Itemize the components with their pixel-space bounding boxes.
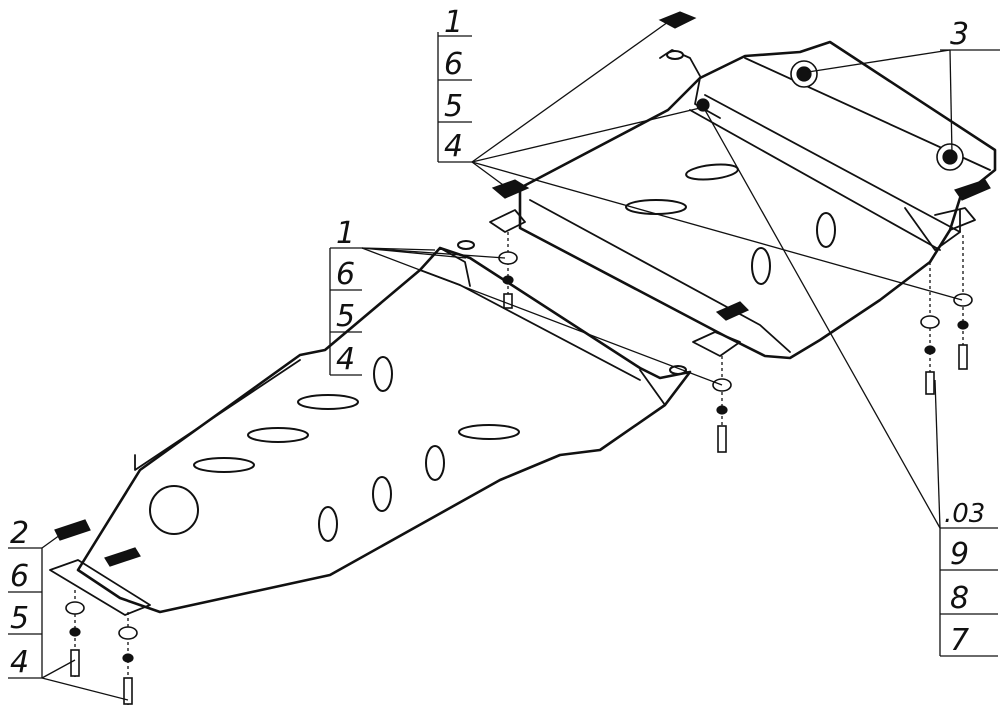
bolt-icon bbox=[717, 425, 727, 453]
clip-nut-icon bbox=[715, 301, 750, 321]
slot bbox=[458, 424, 520, 440]
lower-skid-plate bbox=[49, 240, 692, 616]
callout-label: 1 bbox=[444, 5, 463, 40]
slot bbox=[297, 394, 359, 410]
callout-top: 1 6 5 4 bbox=[437, 5, 472, 164]
callout-label: 6 bbox=[10, 559, 29, 594]
clip-nut-icon bbox=[104, 547, 141, 567]
callout-label: 4 bbox=[10, 645, 29, 680]
callout-label: 9 bbox=[950, 537, 969, 572]
callout-label: 1 bbox=[336, 216, 355, 251]
slot bbox=[372, 476, 392, 512]
nut-icon bbox=[502, 275, 514, 285]
clip-nut-icon bbox=[954, 179, 991, 201]
slot bbox=[318, 506, 338, 542]
callout-label: 3 bbox=[950, 17, 969, 52]
slot bbox=[685, 163, 739, 181]
bolt-icon bbox=[70, 649, 80, 677]
nut-icon bbox=[122, 653, 134, 663]
nut-icon bbox=[957, 320, 969, 330]
clip-nut-icon bbox=[658, 11, 697, 29]
washer-icon bbox=[118, 626, 138, 640]
callout-label: 2 bbox=[10, 516, 29, 551]
nut-icon bbox=[942, 149, 958, 165]
callout-label: 4 bbox=[444, 129, 463, 164]
leader-lines bbox=[41, 21, 963, 701]
slot bbox=[816, 212, 836, 248]
callout-label: .03 bbox=[944, 499, 985, 529]
nut-icon bbox=[796, 66, 812, 82]
callout-label: 5 bbox=[444, 89, 463, 124]
round-hole bbox=[149, 485, 199, 535]
clip-nut-icon bbox=[54, 519, 91, 541]
slot bbox=[751, 247, 771, 285]
bolt-icon bbox=[503, 293, 513, 309]
callout-label: 7 bbox=[950, 623, 969, 658]
washer-icon bbox=[953, 293, 973, 307]
callout-label: 8 bbox=[950, 581, 969, 616]
bolt-icon bbox=[925, 371, 935, 395]
slot bbox=[247, 427, 309, 443]
callout-label: 6 bbox=[336, 257, 355, 292]
callout-label: 4 bbox=[336, 342, 355, 377]
fasteners bbox=[65, 232, 973, 705]
washer-icon bbox=[920, 315, 940, 329]
callout-right-top: 3 bbox=[940, 17, 1000, 52]
bolt-icon bbox=[123, 677, 133, 705]
callout-left: 2 6 5 4 bbox=[8, 516, 43, 680]
nut-icon bbox=[716, 405, 728, 415]
clip-nut-icon bbox=[491, 179, 530, 199]
upper-skid-plate bbox=[489, 11, 997, 360]
callout-label: 5 bbox=[10, 601, 29, 636]
callout-middle: 1 6 5 4 bbox=[329, 216, 362, 377]
bolt-icon bbox=[958, 344, 968, 370]
slot bbox=[425, 445, 445, 481]
slot bbox=[373, 356, 393, 392]
slot bbox=[625, 199, 687, 215]
nut-icon bbox=[69, 627, 81, 637]
callout-label: 5 bbox=[336, 299, 355, 334]
slot bbox=[193, 457, 255, 473]
nut-icon bbox=[924, 345, 936, 355]
callout-label: 6 bbox=[444, 47, 463, 82]
washer-icon bbox=[65, 601, 85, 615]
callout-right: .03 9 8 7 bbox=[939, 499, 998, 658]
